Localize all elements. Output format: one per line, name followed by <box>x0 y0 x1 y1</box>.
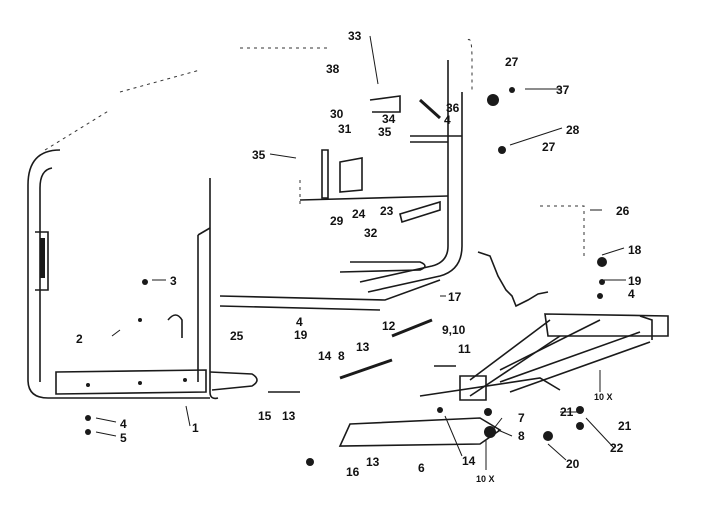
callout-13: 13 <box>282 409 296 423</box>
callout-23: 23 <box>380 204 394 218</box>
callout-25: 25 <box>230 329 244 343</box>
hardware-fasteners <box>85 87 607 466</box>
callout-29: 29 <box>330 214 344 228</box>
callout-34: 34 <box>382 112 396 126</box>
callout-10x: 10 X <box>476 474 495 484</box>
callout-13: 13 <box>356 340 370 354</box>
callout-27: 27 <box>505 55 519 69</box>
callout-22: 22 <box>610 441 624 455</box>
callout-35: 35 <box>252 148 266 162</box>
callout-10x: 10 X <box>594 392 613 402</box>
callout-14: 14 <box>462 454 476 468</box>
callout-31: 31 <box>338 122 352 136</box>
callout-13: 13 <box>366 455 380 469</box>
callout-20: 20 <box>566 457 580 471</box>
callout-33: 33 <box>348 29 362 43</box>
callout-19: 19 <box>628 274 642 288</box>
callout-19: 19 <box>294 328 308 342</box>
leader-lines <box>95 35 626 470</box>
callout-labels: 33 38 30 31 34 35 35 36 4 27 37 28 27 26… <box>76 29 642 484</box>
callout-16: 16 <box>346 465 360 479</box>
callout-3: 3 <box>170 274 177 288</box>
callout-4: 4 <box>296 315 303 329</box>
callout-21: 21 <box>560 405 574 419</box>
callout-17: 17 <box>448 290 462 304</box>
callout-21: 21 <box>618 419 632 433</box>
callout-4: 4 <box>444 113 451 127</box>
callout-15: 15 <box>258 409 272 423</box>
base-rails <box>268 313 669 447</box>
callout-36: 36 <box>446 101 460 115</box>
callout-35: 35 <box>378 125 392 139</box>
callout-12: 12 <box>382 319 396 333</box>
callout-8: 8 <box>518 429 525 443</box>
callout-4: 4 <box>120 417 127 431</box>
main-frame <box>27 38 473 400</box>
callout-14: 14 <box>318 349 332 363</box>
callout-37: 37 <box>556 83 570 97</box>
callout-7: 7 <box>518 411 525 425</box>
callout-26: 26 <box>616 204 630 218</box>
callout-1: 1 <box>192 421 199 435</box>
callout-18: 18 <box>628 243 642 257</box>
callout-8: 8 <box>338 349 345 363</box>
callout-9-10: 9,10 <box>442 323 466 337</box>
callout-32: 32 <box>364 226 378 240</box>
callout-28: 28 <box>566 123 580 137</box>
callout-6: 6 <box>418 461 425 475</box>
callout-4: 4 <box>628 287 635 301</box>
callout-27: 27 <box>542 140 556 154</box>
seat-back-frame <box>219 60 499 311</box>
callout-24: 24 <box>352 207 366 221</box>
callout-5: 5 <box>120 431 127 445</box>
callout-11: 11 <box>458 342 471 356</box>
fabric-section <box>477 205 585 308</box>
callout-38: 38 <box>326 62 340 76</box>
callout-2: 2 <box>76 332 83 346</box>
callout-30: 30 <box>330 107 344 121</box>
